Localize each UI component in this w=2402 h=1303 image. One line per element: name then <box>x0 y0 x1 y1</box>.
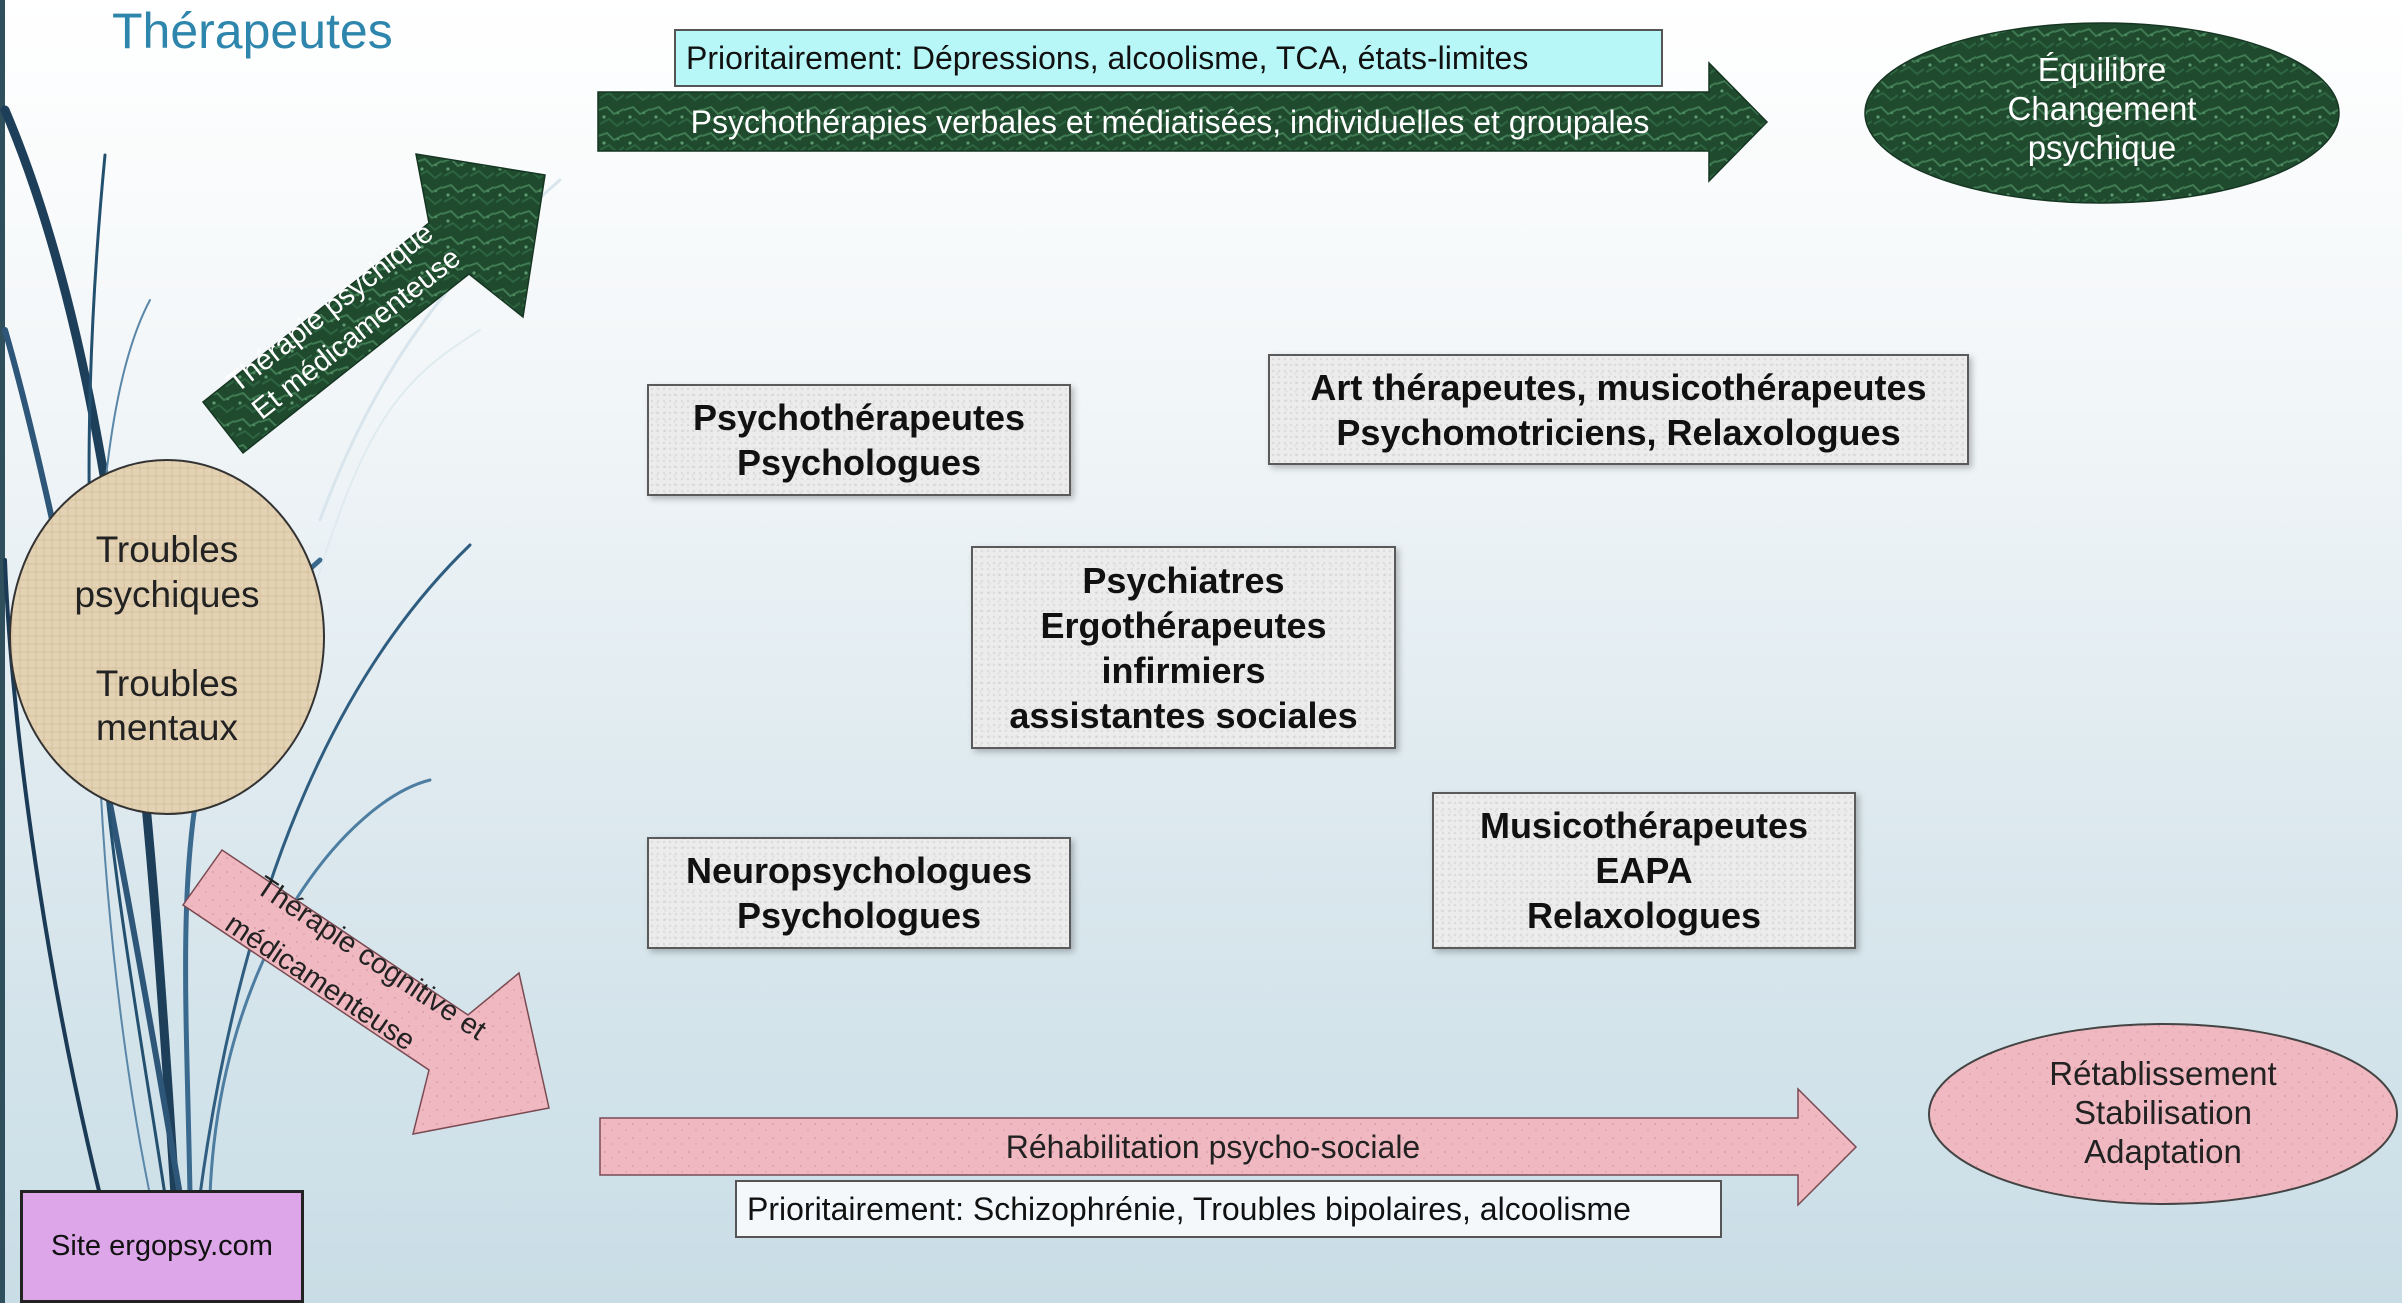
box-line: Art thérapeutes, musicothérapeutes <box>1310 366 1927 408</box>
troubles-circle <box>9 459 325 815</box>
page-title: Thérapeutes <box>112 3 393 59</box>
box-line: Musicothérapeutes <box>1479 805 1809 846</box>
circle-line-3: Troubles <box>96 663 239 704</box>
top-oval-line-2: Changement <box>2008 90 2197 127</box>
box-line: infirmiers <box>1101 649 1266 691</box>
bottom-oval-line-2: Stabilisation <box>2074 1094 2252 1131</box>
top-horizontal-arrow <box>597 61 1769 183</box>
box-line: Psychiatres <box>1082 559 1285 601</box>
bottom-priority-label: Prioritairement: Schizophrénie, Troubles… <box>735 1180 1722 1238</box>
bottom-result-oval <box>1928 1023 2398 1205</box>
top-diagonal-arrow <box>201 153 546 455</box>
box-psychiatres: Psychiatres Ergothérapeutes infirmiers a… <box>971 546 1396 749</box>
box-line: Psychologues <box>736 895 982 936</box>
box-line: Psychothérapeutes <box>692 397 1026 438</box>
box-line: Psychologues <box>736 442 982 483</box>
circle-line-4: mentaux <box>96 707 238 748</box>
top-oval-line-1: Équilibre <box>2038 51 2166 88</box>
box-line: EAPA <box>1595 850 1693 891</box>
top-oval-line-3: psychique <box>2028 129 2177 166</box>
bottom-oval-line-3: Adaptation <box>2084 1133 2242 1170</box>
box-line: Psychomotriciens, Relaxologues <box>1336 411 1901 453</box>
bottom-oval-line-1: Rétablissement <box>2049 1055 2276 1092</box>
box-line: assistantes sociales <box>1009 694 1358 736</box>
bottom-diagonal-arrow <box>181 848 550 1135</box>
box-line: Relaxologues <box>1526 895 1762 936</box>
top-priority-label: Prioritairement: Dépressions, alcoolisme… <box>674 29 1663 87</box>
bottom-horizontal-arrow <box>599 1087 1858 1207</box>
box-art-therapeutes: Art thérapeutes, musicothérapeutes Psych… <box>1268 354 1969 465</box>
box-psychotherapeutes: Psychothérapeutes Psychologues <box>647 384 1071 496</box>
box-line: Neuropsychologues <box>685 850 1033 891</box>
circle-line-1: Troubles <box>96 529 239 570</box>
top-result-oval <box>1864 22 2340 204</box>
box-musicotherapeutes: Musicothérapeutes EAPA Relaxologues <box>1432 792 1856 949</box>
box-neuropsychologues: Neuropsychologues Psychologues <box>647 837 1071 949</box>
left-edge-bar <box>0 0 5 1303</box>
bottom-banner-text: Réhabilitation psycho-sociale <box>1006 1129 1420 1165</box>
top-banner-text: Psychothérapies verbales et médiatisées,… <box>691 104 1650 140</box>
box-line: Ergothérapeutes <box>1040 604 1327 646</box>
circle-line-2: psychiques <box>74 574 259 615</box>
site-link[interactable]: Site ergopsy.com <box>20 1190 304 1303</box>
